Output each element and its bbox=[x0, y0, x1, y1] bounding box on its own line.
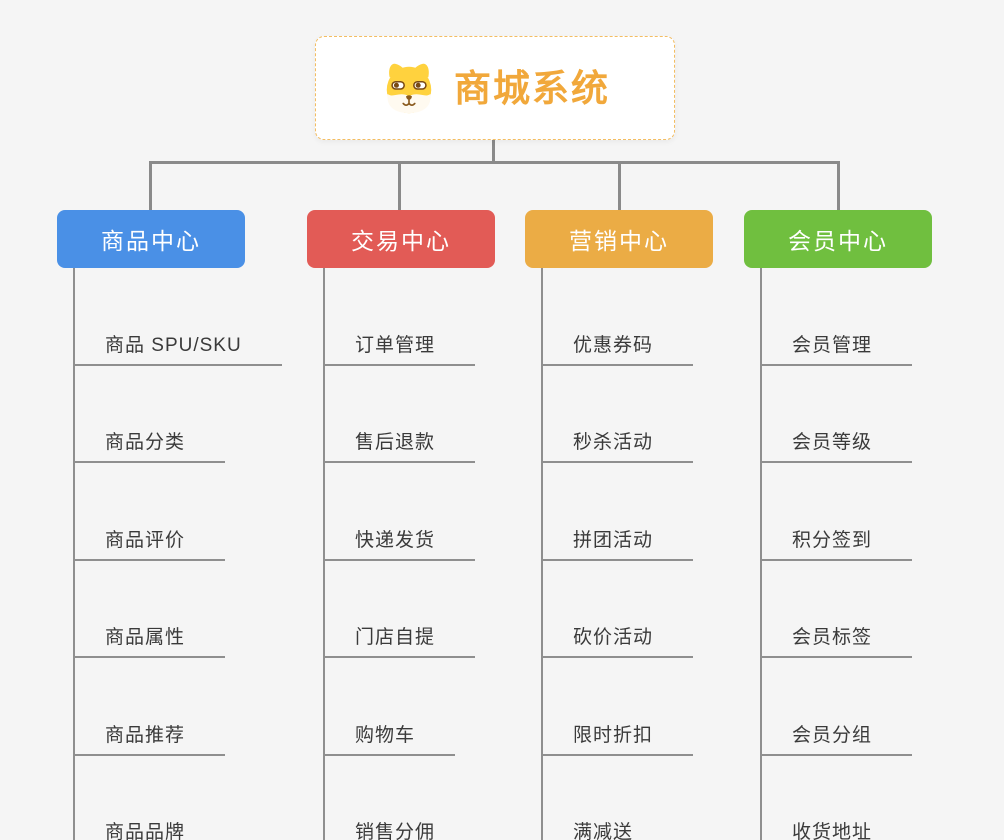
connector-stub-goods bbox=[149, 163, 152, 210]
node-item[interactable]: 商品品牌 bbox=[75, 756, 225, 840]
node-item[interactable]: 积分签到 bbox=[762, 463, 913, 561]
node-item[interactable]: 售后退款 bbox=[325, 366, 476, 463]
branch-items-member: 会员管理 会员等级 积分签到 会员标签 会员分组 收货地址 bbox=[760, 268, 913, 840]
node-item[interactable]: 订单管理 bbox=[325, 268, 476, 366]
branch-head-marketing[interactable]: 营销中心 bbox=[525, 210, 713, 268]
node-item[interactable]: 会员管理 bbox=[762, 268, 913, 366]
branch-items-goods: 商品 SPU/SKU 商品分类 商品评价 商品属性 商品推荐 商品品牌 bbox=[73, 268, 282, 840]
node-item[interactable]: 商品评价 bbox=[75, 463, 226, 561]
branch-member: 会员中心 会员管理 会员等级 积分签到 会员标签 会员分组 收货地址 bbox=[744, 210, 932, 840]
node-item[interactable]: 商品属性 bbox=[75, 561, 226, 658]
node-item[interactable]: 优惠券码 bbox=[543, 268, 694, 366]
node-item[interactable]: 砍价活动 bbox=[543, 561, 694, 658]
branch-items-marketing: 优惠券码 秒杀活动 拼团活动 砍价活动 限时折扣 满减送 bbox=[541, 268, 694, 840]
node-item[interactable]: 商品分类 bbox=[75, 366, 226, 463]
branch-head-trade[interactable]: 交易中心 bbox=[307, 210, 495, 268]
branch-head-goods[interactable]: 商品中心 bbox=[57, 210, 245, 268]
branch-goods: 商品中心 商品 SPU/SKU 商品分类 商品评价 商品属性 商品推荐 商品品牌 bbox=[57, 210, 282, 840]
node-item[interactable]: 快递发货 bbox=[325, 463, 476, 561]
root-title: 商城系统 bbox=[454, 67, 610, 109]
node-item[interactable]: 拼团活动 bbox=[543, 463, 694, 561]
node-item[interactable]: 秒杀活动 bbox=[543, 366, 694, 463]
branch-trade: 交易中心 订单管理 售后退款 快递发货 门店自提 购物车 销售分佣 bbox=[307, 210, 495, 840]
connector-cross-bar bbox=[149, 161, 840, 164]
node-item[interactable]: 会员等级 bbox=[762, 366, 913, 463]
node-item[interactable]: 门店自提 bbox=[325, 561, 476, 658]
node-item[interactable]: 商品 SPU/SKU bbox=[75, 268, 282, 366]
branch-marketing: 营销中心 优惠券码 秒杀活动 拼团活动 砍价活动 限时折扣 满减送 bbox=[525, 210, 713, 840]
node-item[interactable]: 会员标签 bbox=[762, 561, 913, 658]
connector-root-stem bbox=[492, 140, 495, 163]
node-item[interactable]: 收货地址 bbox=[762, 756, 912, 840]
node-item[interactable]: 会员分组 bbox=[762, 658, 913, 756]
connector-stub-trade bbox=[398, 163, 401, 210]
connector-stub-marketing bbox=[618, 163, 621, 210]
node-item[interactable]: 购物车 bbox=[325, 658, 456, 756]
node-item[interactable]: 销售分佣 bbox=[325, 756, 475, 840]
node-item[interactable]: 限时折扣 bbox=[543, 658, 694, 756]
root-node[interactable]: 商城系统 bbox=[315, 36, 675, 140]
branch-head-member[interactable]: 会员中心 bbox=[744, 210, 932, 268]
dog-face-icon bbox=[386, 63, 432, 114]
node-item[interactable]: 商品推荐 bbox=[75, 658, 226, 756]
branch-items-trade: 订单管理 售后退款 快递发货 门店自提 购物车 销售分佣 bbox=[323, 268, 476, 840]
connector-stub-member bbox=[837, 163, 840, 210]
node-item[interactable]: 满减送 bbox=[543, 756, 673, 840]
